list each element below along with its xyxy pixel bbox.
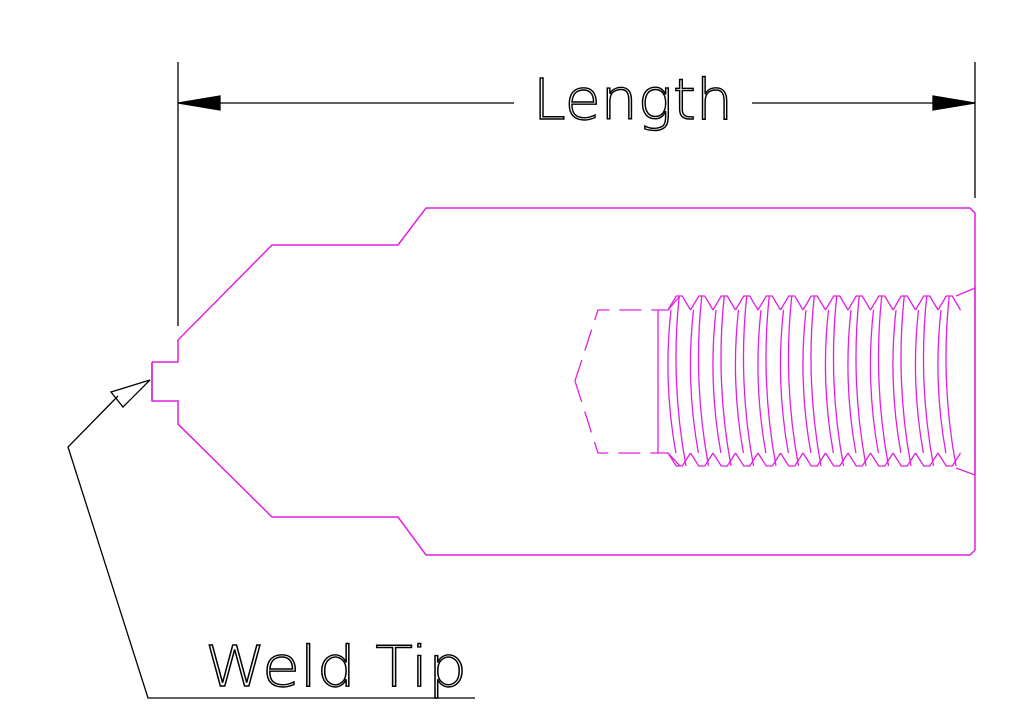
- thread-tooth-bottom: [734, 452, 759, 467]
- thread-helix-crest: [697, 295, 710, 467]
- thread-helix-crest: [855, 295, 867, 467]
- thread-tooth-bottom: [824, 452, 849, 467]
- thread-tooth-bottom: [892, 452, 917, 467]
- thread-helix-crest: [787, 295, 800, 467]
- body-outline: [151, 207, 976, 556]
- arrowhead-left: [177, 95, 221, 111]
- thread-tooth-bottom: [802, 452, 827, 467]
- thread-tooth-bottom: [914, 452, 939, 467]
- thread-helix-root: [914, 309, 925, 454]
- thread-helix-crest: [765, 295, 777, 467]
- thread-helix-crest: [742, 295, 755, 467]
- thread-helix-root: [802, 309, 812, 454]
- thread-helix-root: [847, 309, 857, 454]
- thread-tooth-bottom: [869, 452, 894, 467]
- internal-thread: [574, 287, 976, 476]
- thread-helix-crest: [922, 295, 935, 467]
- thread-helix-root: [689, 309, 700, 454]
- leader-line: [67, 395, 475, 699]
- thread-helix-crest: [832, 295, 845, 467]
- thread-helix-root: [734, 309, 745, 454]
- thread-tooth-bottom: [937, 452, 962, 467]
- thread-helix-crest: [900, 295, 912, 467]
- thread-helix-crest: [810, 295, 822, 467]
- thread-helix-root: [824, 309, 835, 454]
- weld-tip-callout: [67, 379, 475, 699]
- weld-tip-label: Weld Tip: [205, 635, 467, 700]
- stud-body: [151, 207, 976, 556]
- thread-helix-crest: [675, 295, 687, 467]
- thread-helix-crest: [720, 295, 732, 467]
- thread-tooth-bottom: [689, 452, 714, 467]
- thread-helix-root: [712, 309, 722, 454]
- thread-tooth-bottom: [847, 452, 872, 467]
- thread-helix-crest: [877, 295, 890, 467]
- length-label: Length: [533, 68, 733, 133]
- thread-tooth-bottom: [667, 452, 692, 467]
- drill-point-hidden: [574, 309, 658, 454]
- thread-helix-root: [757, 309, 767, 454]
- arrowhead-right: [932, 95, 976, 111]
- leader-arrowhead: [109, 379, 151, 408]
- thread-helix-root: [892, 309, 902, 454]
- length-dimension: [177, 62, 976, 326]
- thread-helix-root: [937, 309, 947, 454]
- thread-tooth-bottom: [757, 452, 782, 467]
- thread-helix-root: [779, 309, 790, 454]
- thread-end: [955, 287, 976, 476]
- thread-tooth-bottom: [712, 452, 737, 467]
- thread-helix-crest: [945, 295, 957, 467]
- thread-helix-root: [869, 309, 880, 454]
- thread-helix-root: [667, 309, 677, 454]
- thread-tooth-bottom: [779, 452, 804, 467]
